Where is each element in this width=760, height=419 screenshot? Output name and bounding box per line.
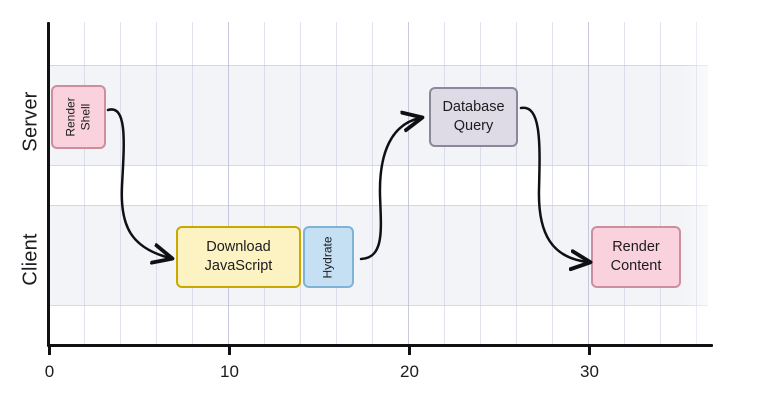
task-database-query[interactable]: Database Query bbox=[429, 87, 518, 147]
x-axis-tick bbox=[588, 347, 591, 355]
gridline-vertical bbox=[120, 22, 121, 345]
task-label: Database Query bbox=[442, 99, 505, 134]
lane-band-server bbox=[48, 65, 708, 165]
lane-label-server: Server bbox=[19, 91, 42, 152]
gridline-vertical bbox=[372, 22, 373, 345]
task-label: Download JavaScript bbox=[204, 239, 273, 274]
gridline-vertical bbox=[84, 22, 85, 345]
task-label: Render Content bbox=[610, 239, 662, 274]
gridline-vertical bbox=[552, 22, 553, 345]
x-axis-tick-label: 0 bbox=[44, 362, 55, 381]
gridline-vertical bbox=[264, 22, 265, 345]
x-axis-tick-label: 30 bbox=[580, 362, 599, 381]
gridline-vertical bbox=[588, 22, 589, 345]
gridline-vertical bbox=[156, 22, 157, 345]
task-label: Hydrate bbox=[321, 235, 335, 279]
lane-label-client: Client bbox=[19, 233, 42, 286]
task-render-shell[interactable]: Render Shell bbox=[51, 85, 106, 149]
task-download-javascript[interactable]: Download JavaScript bbox=[176, 226, 301, 288]
gridline-vertical bbox=[624, 22, 625, 345]
gridline-vertical bbox=[696, 22, 697, 345]
gridline-vertical bbox=[660, 22, 661, 345]
x-axis-tick bbox=[408, 347, 411, 355]
x-axis-tick-label: 10 bbox=[220, 362, 239, 381]
gridline-horizontal bbox=[48, 65, 708, 66]
gridline-horizontal bbox=[48, 165, 708, 166]
gridline-horizontal bbox=[48, 305, 708, 306]
task-hydrate[interactable]: Hydrate bbox=[303, 226, 354, 288]
y-axis-line bbox=[47, 22, 50, 347]
gridline-vertical bbox=[228, 22, 229, 345]
x-axis-tick-label: 20 bbox=[400, 362, 419, 381]
gridline-horizontal bbox=[48, 205, 708, 206]
x-axis-tick bbox=[48, 347, 51, 355]
gridline-vertical bbox=[480, 22, 481, 345]
gridline-vertical bbox=[516, 22, 517, 345]
x-axis-tick bbox=[228, 347, 231, 355]
gridline-vertical bbox=[192, 22, 193, 345]
x-axis-line bbox=[48, 344, 713, 347]
gridline-vertical bbox=[336, 22, 337, 345]
task-label: Render Shell bbox=[63, 97, 93, 137]
gridline-vertical bbox=[300, 22, 301, 345]
task-render-content[interactable]: Render Content bbox=[591, 226, 681, 288]
gridline-vertical bbox=[408, 22, 409, 345]
gridline-vertical bbox=[444, 22, 445, 345]
plot-area bbox=[48, 22, 760, 345]
